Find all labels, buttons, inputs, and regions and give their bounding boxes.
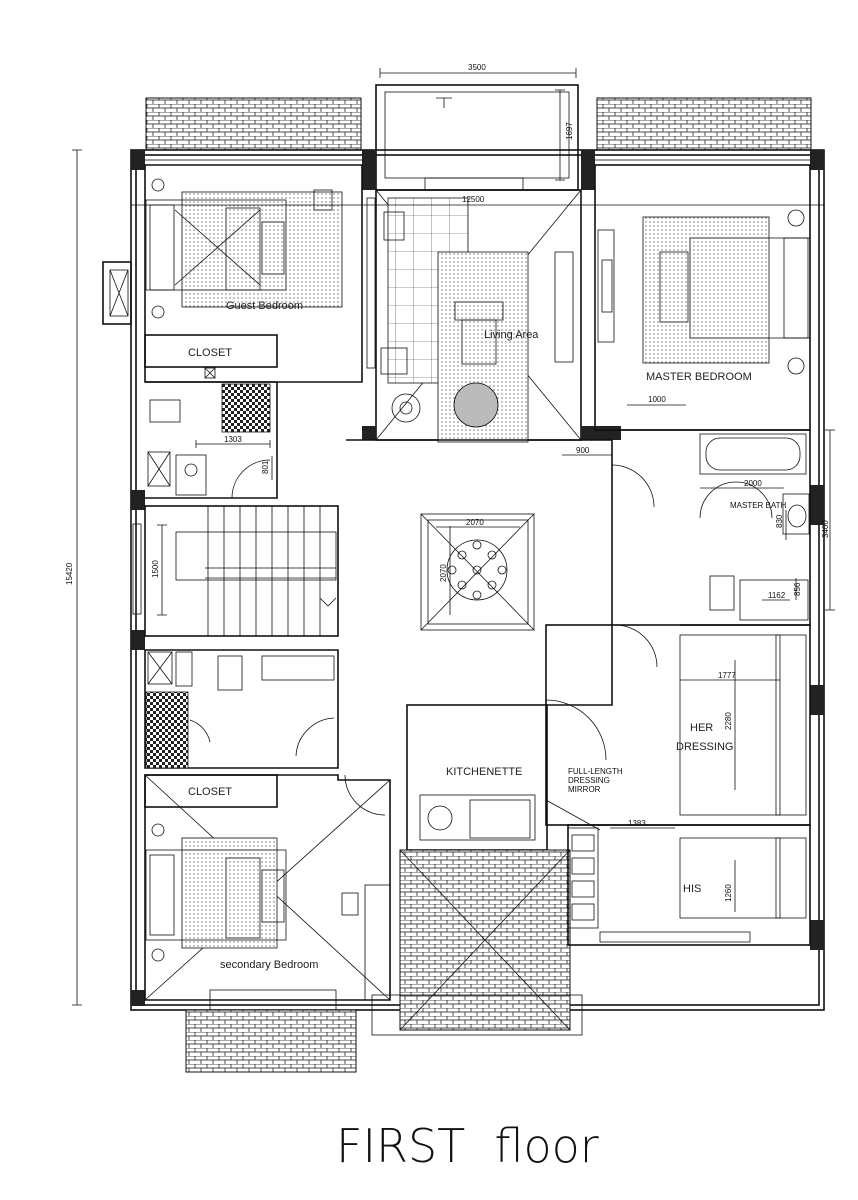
master-bedroom: MASTER BEDROOM bbox=[594, 164, 811, 431]
closet-top-label: CLOSET bbox=[188, 347, 232, 359]
bottom-left-balcony bbox=[185, 989, 357, 1073]
dim-2000: 2000 bbox=[744, 479, 762, 488]
central-hall bbox=[346, 439, 658, 706]
dim-1000: 1000 bbox=[648, 395, 666, 404]
dim-15420: 15420 bbox=[65, 562, 74, 585]
dim-1500: 1500 bbox=[151, 560, 160, 578]
dim-1777: 1777 bbox=[718, 671, 736, 680]
dim-2070-h: 2070 bbox=[466, 518, 484, 527]
bottom-center-roof bbox=[371, 849, 583, 1036]
closet-top: CLOSET bbox=[144, 334, 278, 379]
staircase bbox=[132, 505, 339, 637]
dim-2280: 2280 bbox=[724, 712, 733, 730]
dim-1260: 1260 bbox=[724, 884, 733, 902]
master-bath-label: MASTER BATH bbox=[730, 501, 787, 510]
page-title: FIRST floor bbox=[336, 1119, 599, 1173]
closet-bottom-label: CLOSET bbox=[188, 786, 232, 798]
dim-801: 801 bbox=[261, 460, 270, 474]
chandelier-icon bbox=[447, 540, 507, 600]
dim-3500: 3500 bbox=[468, 63, 486, 72]
dim-1383: 1383 bbox=[628, 819, 646, 828]
utility-room bbox=[144, 649, 339, 769]
kitchenette: KITCHENETTE bbox=[406, 704, 548, 851]
dim-1697: 1697 bbox=[565, 122, 574, 140]
her-dressing-label-1: HER bbox=[690, 722, 713, 734]
master-bedroom-label: MASTER BEDROOM bbox=[646, 371, 752, 383]
her-dressing: HER DRESSING FULL-LENGTH DRESSING MIRROR bbox=[545, 624, 811, 831]
guest-bedroom-label: Guest Bedroom bbox=[226, 300, 303, 312]
secondary-bedroom: CLOSET secondary Bedroom bbox=[144, 774, 391, 1001]
her-dressing-label-2: DRESSING bbox=[676, 741, 733, 753]
dim-3400: 3400 bbox=[821, 520, 830, 538]
kitchenette-label: KITCHENETTE bbox=[446, 766, 522, 778]
secondary-bedroom-label: secondary Bedroom bbox=[220, 959, 318, 971]
dim-856: 856 bbox=[793, 582, 802, 596]
dimension-lines bbox=[72, 68, 835, 1006]
mirror-label-3: MIRROR bbox=[568, 785, 601, 794]
guest-bedroom: Guest Bedroom bbox=[144, 164, 363, 383]
dim-2070-v: 2070 bbox=[439, 564, 448, 582]
dim-1162: 1162 bbox=[768, 591, 786, 600]
his-label: HIS bbox=[683, 883, 701, 895]
living-area: Living Area bbox=[362, 189, 621, 443]
dim-12500: 12500 bbox=[462, 195, 485, 204]
dimension-labels: 3500 1697 12500 15420 1303 801 1500 900 … bbox=[65, 63, 830, 902]
dim-1303: 1303 bbox=[224, 435, 242, 444]
dim-830: 830 bbox=[775, 514, 784, 528]
living-area-label: Living Area bbox=[484, 329, 539, 341]
left-bay-window bbox=[102, 261, 132, 325]
guest-bath bbox=[145, 381, 278, 499]
his-dressing: HIS bbox=[567, 824, 811, 946]
top-balcony bbox=[375, 84, 579, 191]
dim-900: 900 bbox=[576, 446, 590, 455]
mirror-label-2: DRESSING bbox=[568, 776, 610, 785]
mirror-label-1: FULL-LENGTH bbox=[568, 767, 623, 776]
